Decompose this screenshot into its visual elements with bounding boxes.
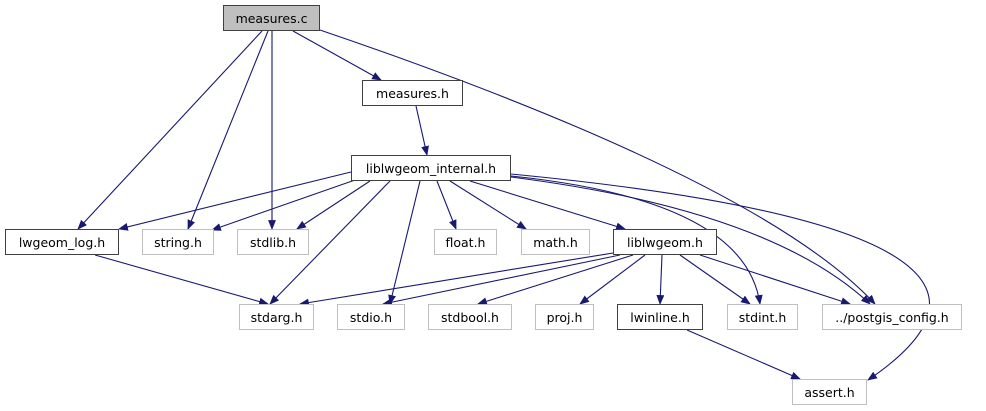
edge-liblwgeom-internal-h-to-postgis-config-h: [510, 176, 871, 305]
edge-liblwgeom-internal-h-to-float-h: [436, 180, 457, 230]
edge-liblwgeom-h-to-postgis-config-h: [699, 254, 851, 305]
node-measures-c[interactable]: measures.c: [223, 5, 320, 31]
edge-liblwgeom-internal-h-to-stdint-h: [510, 175, 763, 305]
node-label: stdarg.h: [250, 309, 303, 325]
node-label: lwgeom_log.h: [18, 234, 106, 250]
edge-liblwgeom-internal-h-to-math-h: [449, 180, 527, 230]
node-label: lwinline.h: [630, 309, 690, 325]
node-label: stdbool.h: [441, 309, 499, 325]
edge-liblwgeom-internal-h-to-stdio-h: [388, 180, 421, 305]
edge-measures-h-to-liblwgeom-internal-h: [415, 105, 429, 156]
node-postgis-config-h[interactable]: ../postgis_config.h: [822, 304, 962, 330]
node-label: stdio.h: [349, 309, 393, 325]
edge-liblwgeom-h-to-stdarg-h: [299, 252, 614, 307]
node-label: assert.h: [804, 384, 855, 400]
node-label: stdint.h: [738, 309, 787, 325]
node-string-h[interactable]: string.h: [142, 229, 214, 255]
node-stdint-h[interactable]: stdint.h: [727, 304, 798, 330]
node-assert-h[interactable]: assert.h: [792, 379, 867, 405]
node-label: math.h: [533, 234, 578, 250]
node-float-h[interactable]: float.h: [434, 229, 497, 255]
node-liblwgeom-internal-h[interactable]: liblwgeom_internal.h: [351, 155, 511, 181]
node-label: liblwgeom_internal.h: [365, 160, 497, 176]
edge-liblwgeom-h-to-proj-h: [579, 254, 646, 305]
edge-measures-c-to-measures-h: [292, 30, 382, 81]
edge-liblwgeom-internal-h-to-liblwgeom-h: [469, 180, 626, 231]
node-label: liblwgeom.h: [627, 234, 703, 250]
edge-measures-c-to-string-h: [187, 30, 269, 230]
node-lwgeom-log-h[interactable]: lwgeom_log.h: [5, 229, 119, 255]
node-label: string.h: [154, 234, 202, 250]
edge-liblwgeom-h-to-stdio-h: [382, 254, 621, 307]
node-label: measures.h: [376, 85, 449, 101]
edge-lwgeom-log-h-to-stdarg-h: [94, 254, 269, 306]
edge-measures-c-to-lwgeom-log-h: [77, 30, 263, 230]
node-label: proj.h: [546, 309, 583, 325]
node-measures-h[interactable]: measures.h: [362, 80, 463, 106]
edge-liblwgeom-h-to-stdint-h: [679, 254, 751, 305]
edge-liblwgeom-h-to-lwinline-h: [656, 254, 665, 305]
edge-liblwgeom-internal-h-to-stdlib-h: [296, 180, 371, 230]
node-lwinline-h[interactable]: lwinline.h: [617, 304, 703, 330]
node-proj-h[interactable]: proj.h: [535, 304, 594, 330]
edge-liblwgeom-internal-h-to-assert-h: [510, 173, 930, 381]
node-stdio-h[interactable]: stdio.h: [337, 304, 405, 330]
node-stdbool-h[interactable]: stdbool.h: [428, 304, 512, 330]
edge-liblwgeom-internal-h-to-string-h: [211, 179, 356, 231]
edge-liblwgeom-internal-h-to-stdarg-h: [269, 180, 391, 305]
node-label: stdlib.h: [249, 234, 297, 250]
node-label: measures.c: [235, 10, 308, 26]
edge-lwinline-h-to-assert-h: [686, 329, 801, 380]
node-liblwgeom-h[interactable]: liblwgeom.h: [613, 229, 717, 255]
node-label: float.h: [445, 234, 486, 250]
node-stdarg-h[interactable]: stdarg.h: [239, 304, 314, 330]
node-label: ../postgis_config.h: [835, 309, 949, 325]
node-math-h[interactable]: math.h: [521, 229, 590, 255]
edge-liblwgeom-internal-h-to-lwgeom-log-h: [118, 171, 352, 231]
node-stdlib-h[interactable]: stdlib.h: [237, 229, 309, 255]
edge-liblwgeom-h-to-stdbool-h: [477, 254, 634, 306]
edge-measures-c-to-postgis-config-h: [319, 29, 876, 305]
